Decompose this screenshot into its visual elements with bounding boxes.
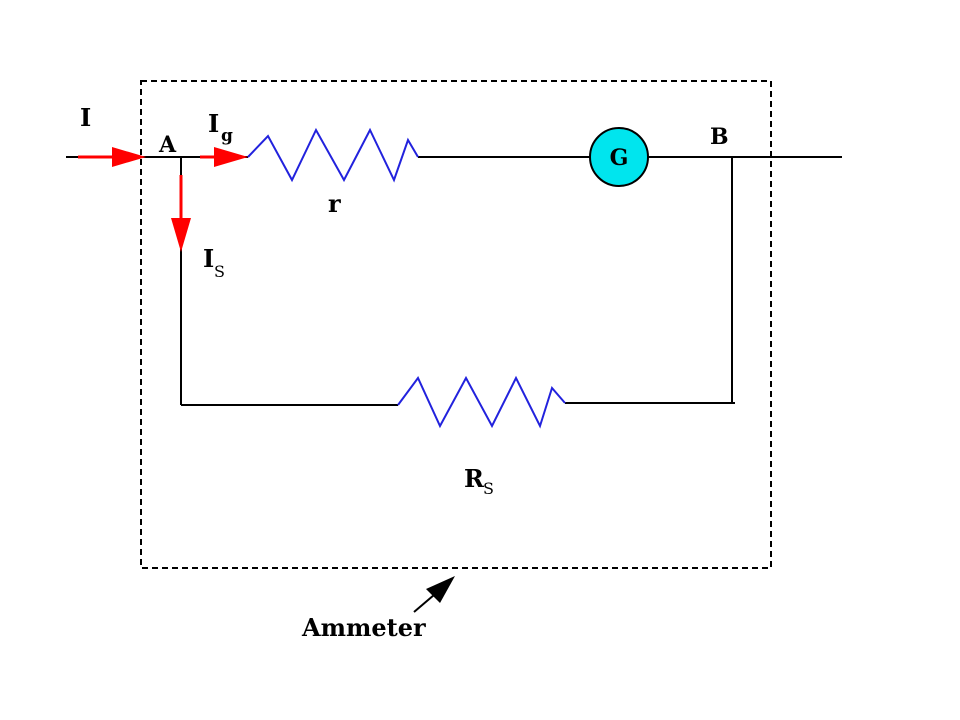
galvanometer-label: G — [610, 145, 629, 171]
label-current-shunt-sub: S — [214, 262, 225, 281]
label-current-total: I — [80, 103, 91, 132]
ammeter-caption: Ammeter — [301, 613, 426, 642]
label-shunt-resistor-sub: S — [483, 479, 494, 498]
label-node-b: B — [710, 124, 729, 150]
label-node-a: A — [158, 132, 177, 158]
label-current-galvanometer-sub: g — [221, 126, 233, 146]
label-shunt-resistor: R — [464, 464, 485, 493]
current-arrow-icon-total — [78, 147, 146, 167]
current-arrow-icon-galvanometer — [200, 147, 248, 167]
pointer-arrow-icon — [413, 576, 455, 613]
label-current-shunt: I — [203, 244, 214, 273]
current-arrow-icon-shunt — [171, 175, 191, 252]
label-resistor-r: r — [328, 189, 341, 218]
resistor-r-icon — [247, 127, 419, 183]
label-current-galvanometer: I — [208, 109, 219, 138]
ammeter-enclosure — [140, 80, 772, 569]
shunt-resistor-icon — [397, 375, 566, 429]
galvanometer-icon — [589, 127, 649, 187]
